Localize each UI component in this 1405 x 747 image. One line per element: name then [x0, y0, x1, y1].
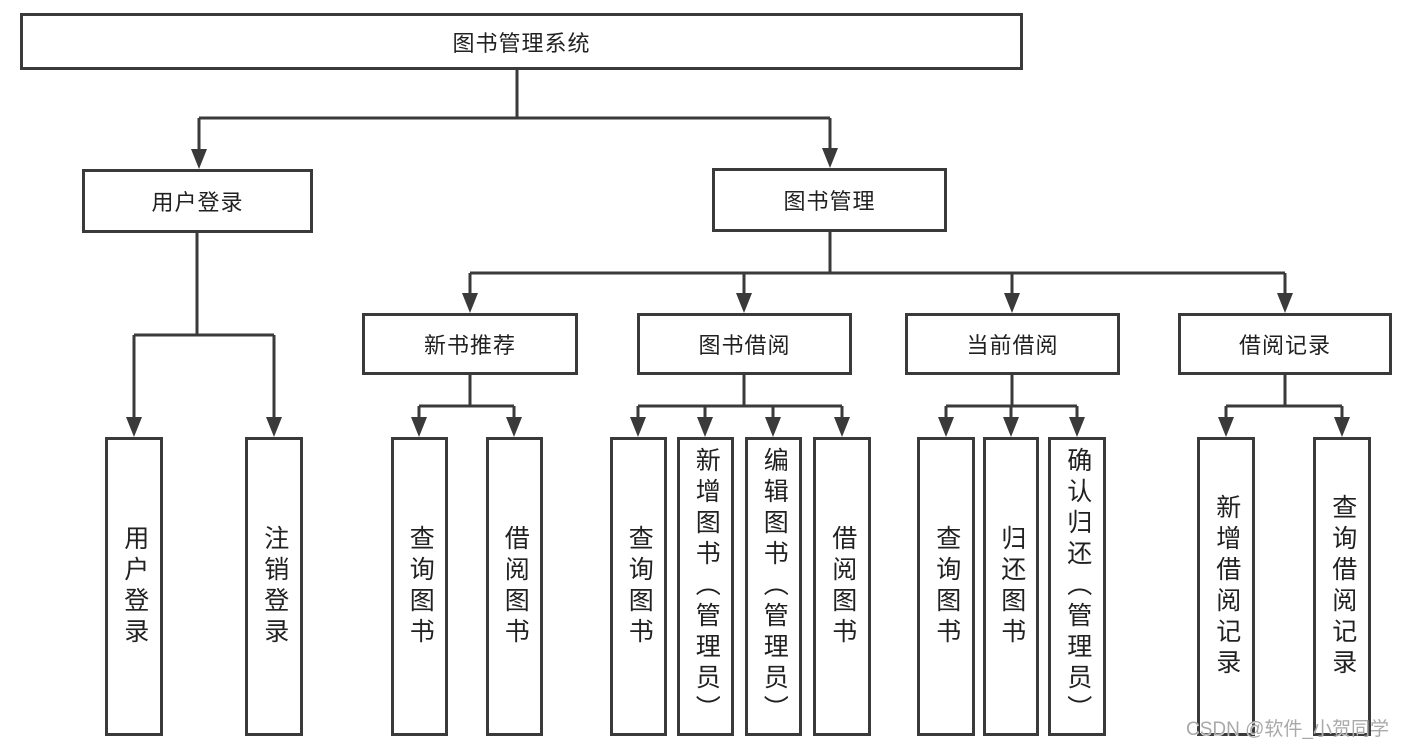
connector-root-to-level2: [197, 70, 832, 151]
csdn-watermark: CSDN @软件_小贺同学: [1186, 719, 1389, 740]
connector-userlogin-to-leaves: [132, 233, 276, 419]
leaf-query-books-current: 查询图书: [917, 437, 975, 736]
connector-currentborrow-split: [944, 375, 1079, 419]
node-label: 归还图书: [997, 524, 1026, 649]
arrowhead-icon: [1277, 293, 1293, 313]
arrowhead-icon: [191, 149, 207, 169]
node-label: 查询图书: [625, 524, 654, 649]
leaf-confirm-return-admin: 确认归还（管理员）: [1048, 437, 1106, 736]
node-current-borrow: 当前借阅: [905, 313, 1120, 375]
node-borrow-records: 借阅记录: [1178, 313, 1392, 375]
node-label: 借阅图书: [828, 524, 857, 649]
leaf-add-books-admin: 新增图书（管理员）: [677, 437, 734, 736]
arrowhead-icon: [822, 148, 838, 168]
arrowhead-icon: [411, 417, 427, 437]
leaf-edit-books-admin: 编辑图书（管理员）: [745, 437, 802, 736]
node-user-login: 用户登录: [82, 169, 313, 233]
node-label: 图书管理: [783, 189, 876, 214]
arrowhead-icon: [938, 417, 954, 437]
arrowhead-icon: [1218, 417, 1234, 437]
arrowhead-icon: [697, 417, 713, 437]
arrowheads: [126, 148, 1350, 437]
arrowhead-icon: [126, 417, 142, 437]
leaf-return-books: 归还图书: [983, 437, 1039, 736]
leaf-user-login: 用户登录: [105, 437, 163, 736]
node-label: 新增图书（管理员）: [692, 447, 721, 726]
connector-bookborrow-split: [636, 375, 844, 419]
connector-borrowrecords-split: [1224, 375, 1344, 419]
node-label: 新增借阅记录: [1212, 493, 1241, 680]
arrowhead-icon: [1003, 417, 1019, 437]
node-label: 图书管理系统: [452, 30, 591, 56]
arrowhead-icon: [736, 293, 752, 313]
arrowhead-icon: [630, 417, 646, 437]
node-label: 借阅记录: [1238, 333, 1331, 358]
arrowhead-icon: [506, 417, 522, 437]
connector-bookmgmt-to-level3: [468, 232, 1287, 295]
leaf-logout: 注销登录: [245, 437, 303, 736]
node-book-borrow: 图书借阅: [637, 313, 852, 375]
node-label: 查询图书: [406, 524, 435, 649]
node-book-management: 图书管理: [712, 168, 947, 232]
connector-newbooks-split: [417, 375, 516, 419]
leaf-query-borrow-record: 查询借阅记录: [1313, 437, 1371, 736]
leaf-query-books-recommend: 查询图书: [391, 437, 448, 736]
arrowhead-icon: [1004, 293, 1020, 313]
node-new-book-recommend: 新书推荐: [362, 313, 578, 375]
node-label: 新书推荐: [423, 333, 516, 358]
arrowhead-icon: [462, 293, 478, 313]
node-label: 注销登录: [260, 524, 289, 649]
leaf-borrow-books-recommend: 借阅图书: [486, 437, 543, 736]
node-label: 查询借阅记录: [1328, 493, 1357, 680]
node-label: 确认归还（管理员）: [1063, 447, 1092, 726]
arrowhead-icon: [765, 417, 781, 437]
node-label: 图书借阅: [698, 333, 791, 358]
node-label: 用户登录: [151, 190, 244, 215]
node-root-system: 图书管理系统: [20, 13, 1023, 70]
node-label: 用户登录: [120, 524, 149, 649]
arrowhead-icon: [266, 417, 282, 437]
leaf-borrow-books: 借阅图书: [813, 437, 871, 736]
node-label: 查询图书: [932, 524, 961, 649]
leaf-query-books-borrow: 查询图书: [610, 437, 667, 736]
node-label: 编辑图书（管理员）: [760, 447, 789, 726]
arrowhead-icon: [1334, 417, 1350, 437]
arrowhead-icon: [1069, 417, 1085, 437]
node-label: 借阅图书: [501, 524, 530, 649]
leaf-add-borrow-record: 新增借阅记录: [1197, 437, 1255, 736]
node-label: 当前借阅: [966, 333, 1059, 358]
arrowhead-icon: [834, 417, 850, 437]
